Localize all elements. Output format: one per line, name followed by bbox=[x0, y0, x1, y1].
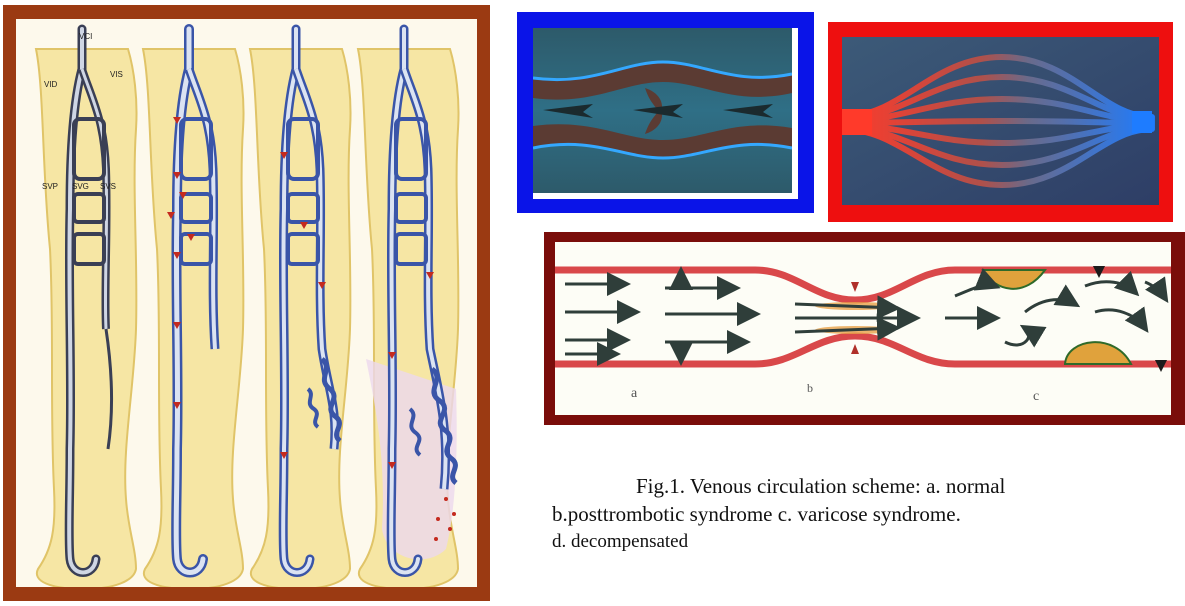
label-vci: VCI bbox=[79, 32, 92, 41]
label-svp: SVP bbox=[42, 182, 58, 191]
vessel-network-scheme bbox=[842, 37, 1159, 205]
leg-varicose bbox=[250, 29, 351, 587]
valve-drawing bbox=[533, 28, 798, 199]
leg-decompensated bbox=[358, 29, 459, 587]
legs-drawing: VCI VID VIS SVP SVG SVS bbox=[16, 19, 477, 587]
label-vid: VID bbox=[44, 80, 58, 89]
flow-label-a: a bbox=[631, 386, 638, 401]
leg-vein-illustration-panel: VCI VID VIS SVP SVG SVS bbox=[3, 5, 490, 601]
flow-pattern-panel: a b c bbox=[544, 232, 1185, 425]
flow-label-b: b bbox=[807, 381, 813, 395]
caption-line-2: b.posttrombotic syndrome c. varicose syn… bbox=[552, 500, 1152, 528]
label-svg: SVG bbox=[72, 182, 89, 191]
leg-posttrombotic bbox=[143, 29, 244, 587]
leg-vein-illustration: VCI VID VIS SVP SVG SVS bbox=[16, 19, 477, 587]
valve-scheme bbox=[533, 28, 798, 199]
flow-pattern-drawing: a b c bbox=[555, 242, 1171, 415]
leg-normal: VCI VID VIS SVP SVG SVS bbox=[36, 29, 137, 587]
vessel-network-panel bbox=[828, 22, 1173, 222]
flow-pattern-scheme: a b c bbox=[555, 242, 1171, 415]
vessel-network-drawing bbox=[842, 37, 1159, 205]
label-vis: VIS bbox=[110, 70, 123, 79]
caption-line-1: Fig.1. Venous circulation scheme: a. nor… bbox=[552, 472, 1152, 500]
figure-caption: Fig.1. Venous circulation scheme: a. nor… bbox=[552, 472, 1152, 556]
flow-label-c: c bbox=[1033, 389, 1039, 404]
caption-line-3: d. decompensated bbox=[552, 528, 1152, 556]
valve-scheme-panel bbox=[517, 12, 814, 213]
label-svs: SVS bbox=[100, 182, 116, 191]
